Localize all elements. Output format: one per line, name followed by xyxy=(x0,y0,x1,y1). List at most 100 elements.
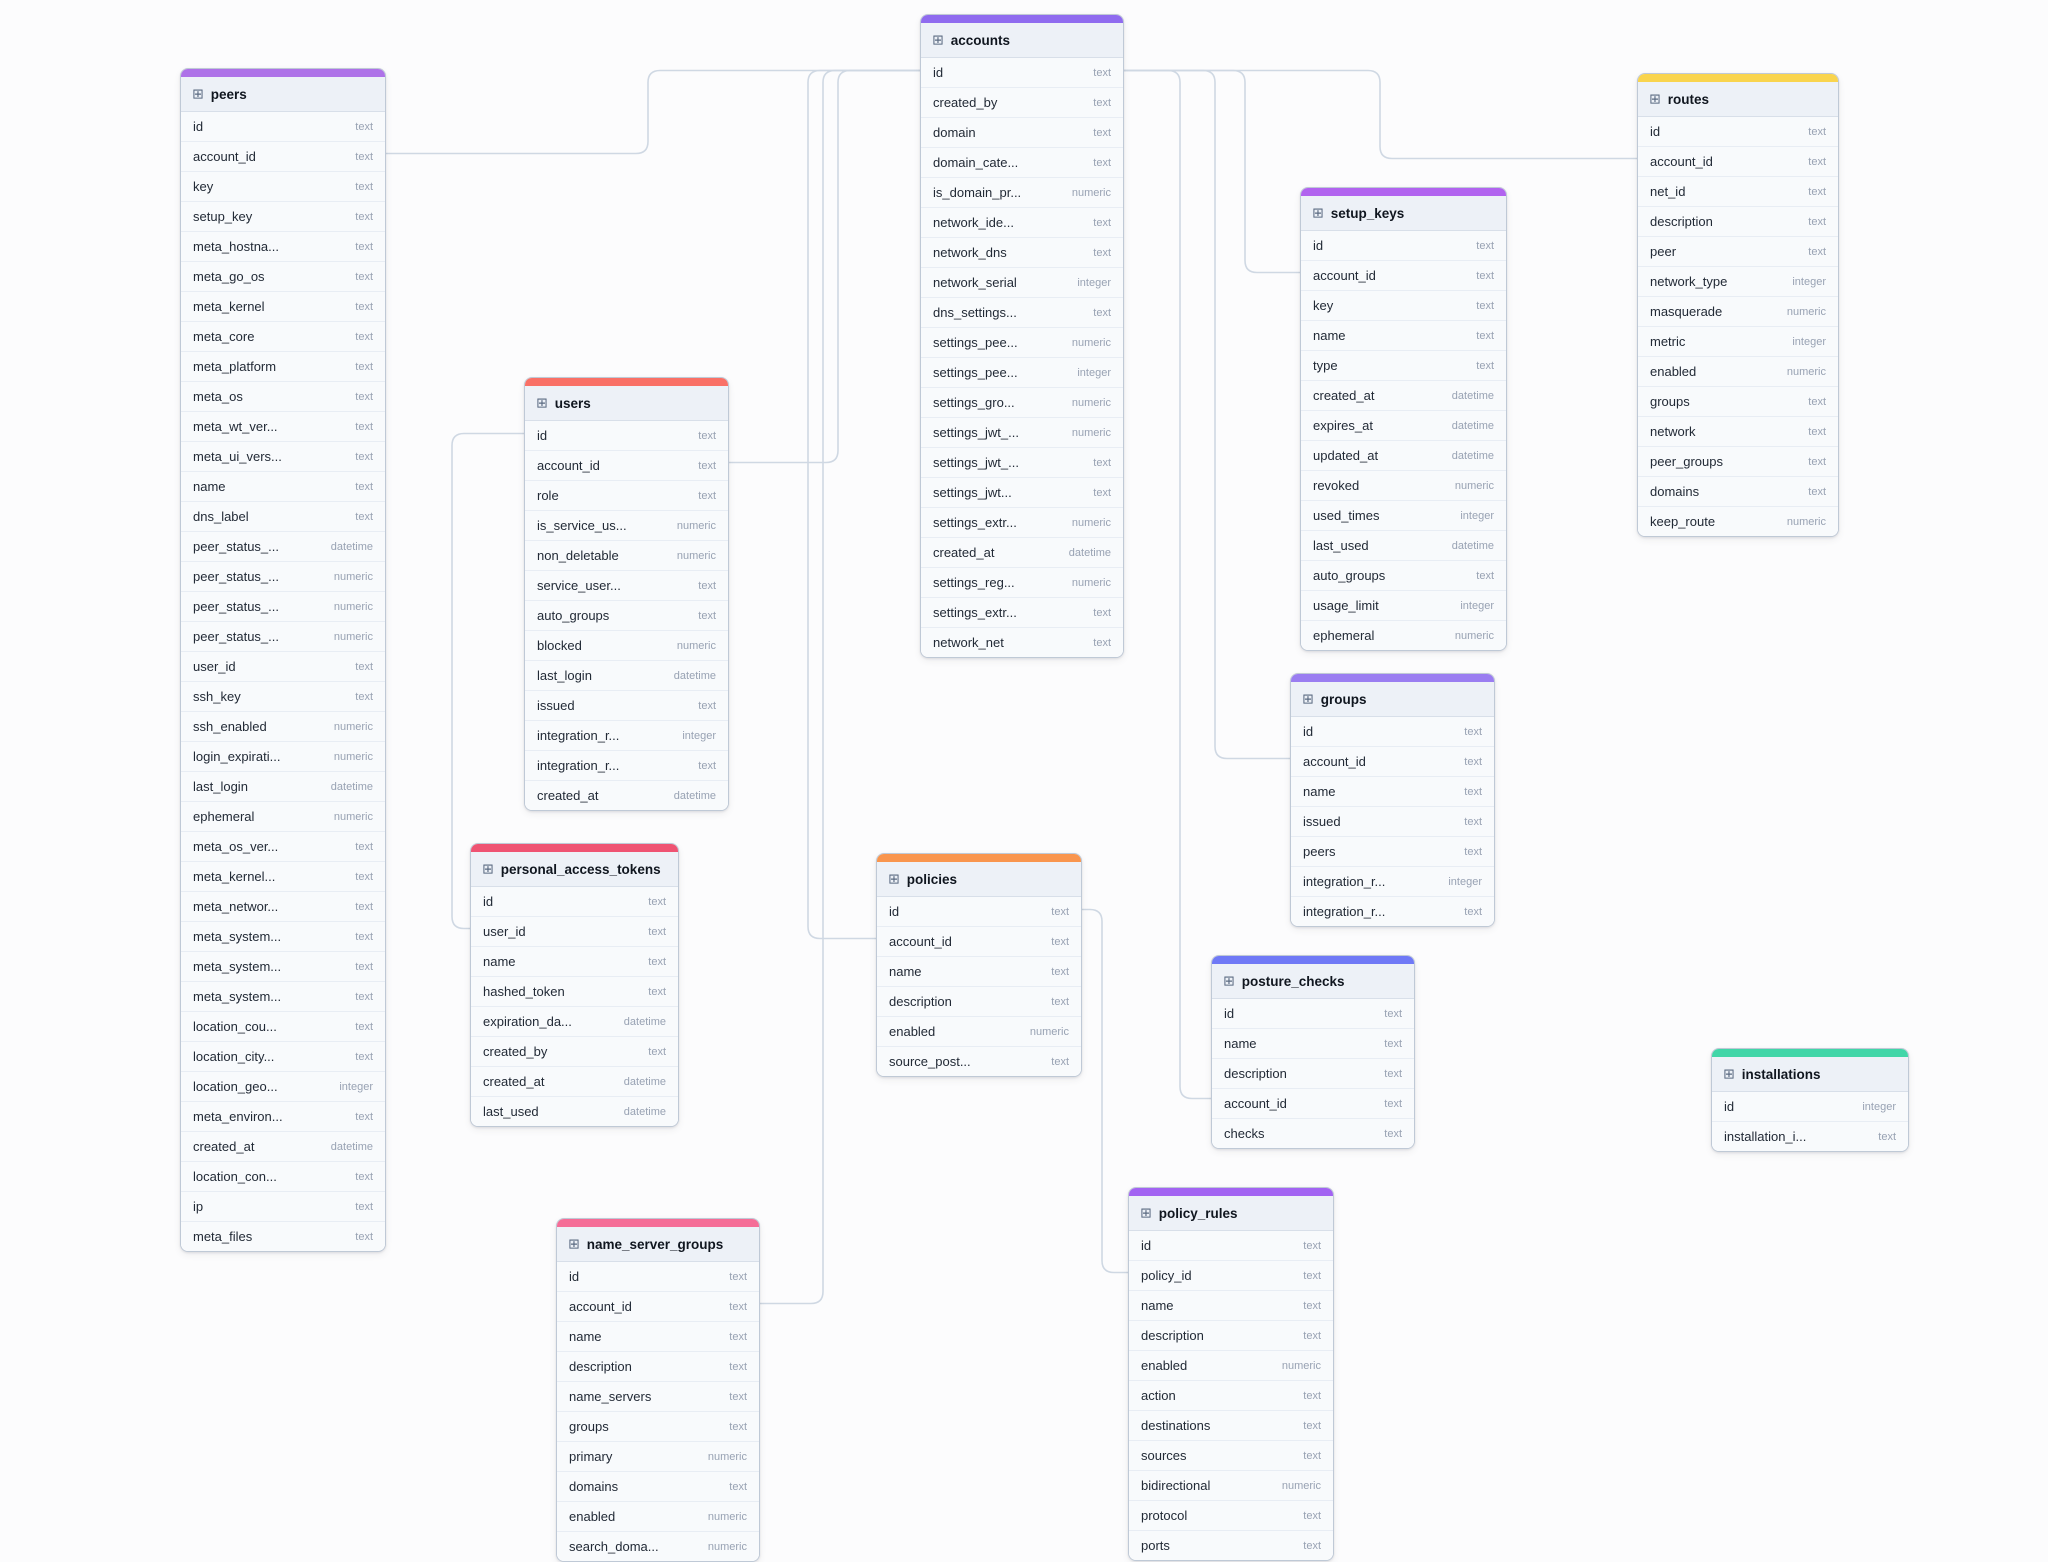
field-row[interactable]: integration_r...integer xyxy=(1291,866,1494,896)
table-header-routes[interactable]: ⊞routes xyxy=(1638,82,1838,117)
field-row[interactable]: settings_pee...numeric xyxy=(921,327,1123,357)
field-row[interactable]: settings_jwt...text xyxy=(921,477,1123,507)
field-row[interactable]: meta_os_ver...text xyxy=(181,831,385,861)
table-header-setup_keys[interactable]: ⊞setup_keys xyxy=(1301,196,1506,231)
field-row[interactable]: settings_jwt_...text xyxy=(921,447,1123,477)
table-header-installations[interactable]: ⊞installations xyxy=(1712,1057,1908,1092)
field-row[interactable]: location_geo...integer xyxy=(181,1071,385,1101)
field-row[interactable]: peer_status_...numeric xyxy=(181,621,385,651)
field-row[interactable]: network_ide...text xyxy=(921,207,1123,237)
field-row[interactable]: settings_reg...numeric xyxy=(921,567,1123,597)
field-row[interactable]: peer_status_...numeric xyxy=(181,561,385,591)
field-row[interactable]: settings_extr...text xyxy=(921,597,1123,627)
field-row[interactable]: settings_pee...integer xyxy=(921,357,1123,387)
table-header-policy_rules[interactable]: ⊞policy_rules xyxy=(1129,1196,1333,1231)
field-row[interactable]: meta_environ...text xyxy=(181,1101,385,1131)
field-row[interactable]: installation_i...text xyxy=(1712,1121,1908,1151)
field-row[interactable]: expiration_da...datetime xyxy=(471,1006,678,1036)
field-row[interactable]: dns_settings...text xyxy=(921,297,1123,327)
field-row[interactable]: integration_r...text xyxy=(1291,896,1494,926)
table-header-accounts[interactable]: ⊞accounts xyxy=(921,23,1123,58)
field-row[interactable]: service_user...text xyxy=(525,570,728,600)
field-row[interactable]: meta_system...text xyxy=(181,951,385,981)
field-row[interactable]: domain_cate...text xyxy=(921,147,1123,177)
table-header-personal_access_tokens[interactable]: ⊞personal_access_tokens xyxy=(471,852,678,887)
field-row[interactable]: meta_hostna...text xyxy=(181,231,385,261)
field-row[interactable]: location_city...text xyxy=(181,1041,385,1071)
field-row[interactable]: peer_status_...datetime xyxy=(181,531,385,561)
